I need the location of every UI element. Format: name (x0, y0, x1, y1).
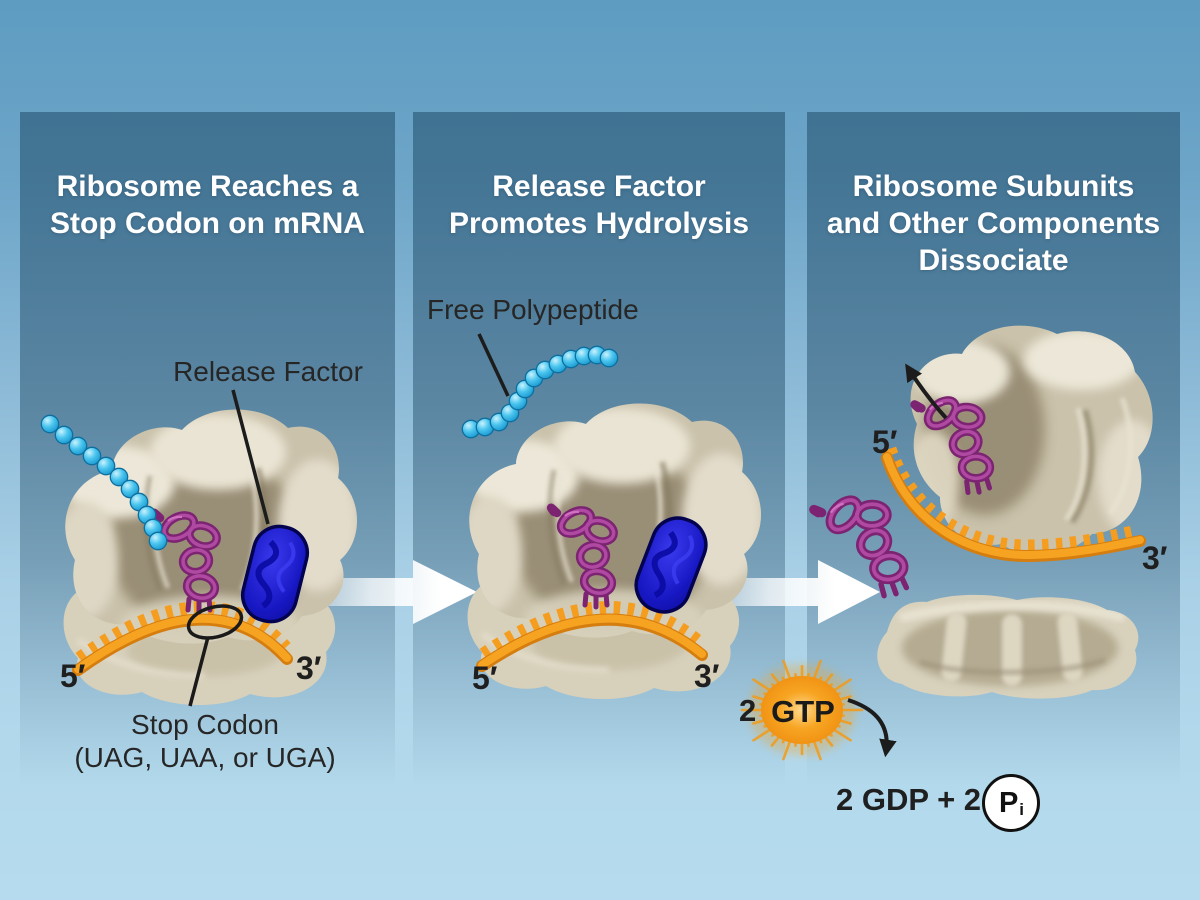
panel2-mrna-strand (476, 601, 708, 672)
panel1-release-factor-pointer (231, 389, 270, 525)
panel3-title: Ribosome Subunits and Other Components D… (826, 170, 1161, 277)
panel1-title: Ribosome Reaches a Stop Codon on mRNA (50, 170, 365, 240)
panel2-free-polypeptide-pointer (477, 333, 510, 397)
panel3-five-prime-label: 5′ (872, 424, 898, 460)
panel3-small-subunit (877, 594, 1139, 699)
panel3-three-prime-label: 3′ (1142, 540, 1168, 576)
panel2-five-prime-label: 5′ (472, 660, 498, 696)
panel2-title: Release Factor Promotes Hydrolysis (448, 170, 750, 240)
gdp-products-label: 2 GDP + 2 (836, 782, 982, 817)
panel1-three-prime-label: 3′ (296, 650, 322, 686)
arrow-panel1-to-panel2 (285, 560, 477, 624)
panel1-release-factor-label: Release Factor (173, 356, 363, 387)
gtp-hydrolysis-arrow (847, 698, 897, 758)
arrow-panel2-to-panel3 (688, 560, 880, 624)
panel1-five-prime-label: 5′ (60, 658, 86, 694)
panel3-dissociation-arrow (905, 363, 948, 420)
panel2-free-polypeptide-label: Free Polypeptide (427, 294, 639, 325)
phosphate-subscript: i (1019, 800, 1025, 819)
gtp-label: GTP (771, 694, 835, 729)
panel2-ribosome-complex (458, 333, 762, 699)
panel3-dissociation (813, 325, 1153, 699)
panel3-mrna-strand (881, 446, 1146, 563)
panel1-ribosome-complex (40, 389, 358, 707)
panel1-stop-codon-marker (186, 604, 244, 707)
gtp-starburst (740, 659, 864, 761)
gtp-coefficient: 2 (739, 693, 757, 728)
phosphate-symbol: P (998, 786, 1019, 819)
panel1-mrna-strand (72, 601, 293, 676)
panel1-stop-codon-label: Stop Codon (UAG, UAA, or UGA) (74, 709, 336, 773)
panel2-three-prime-label: 3′ (694, 658, 720, 694)
